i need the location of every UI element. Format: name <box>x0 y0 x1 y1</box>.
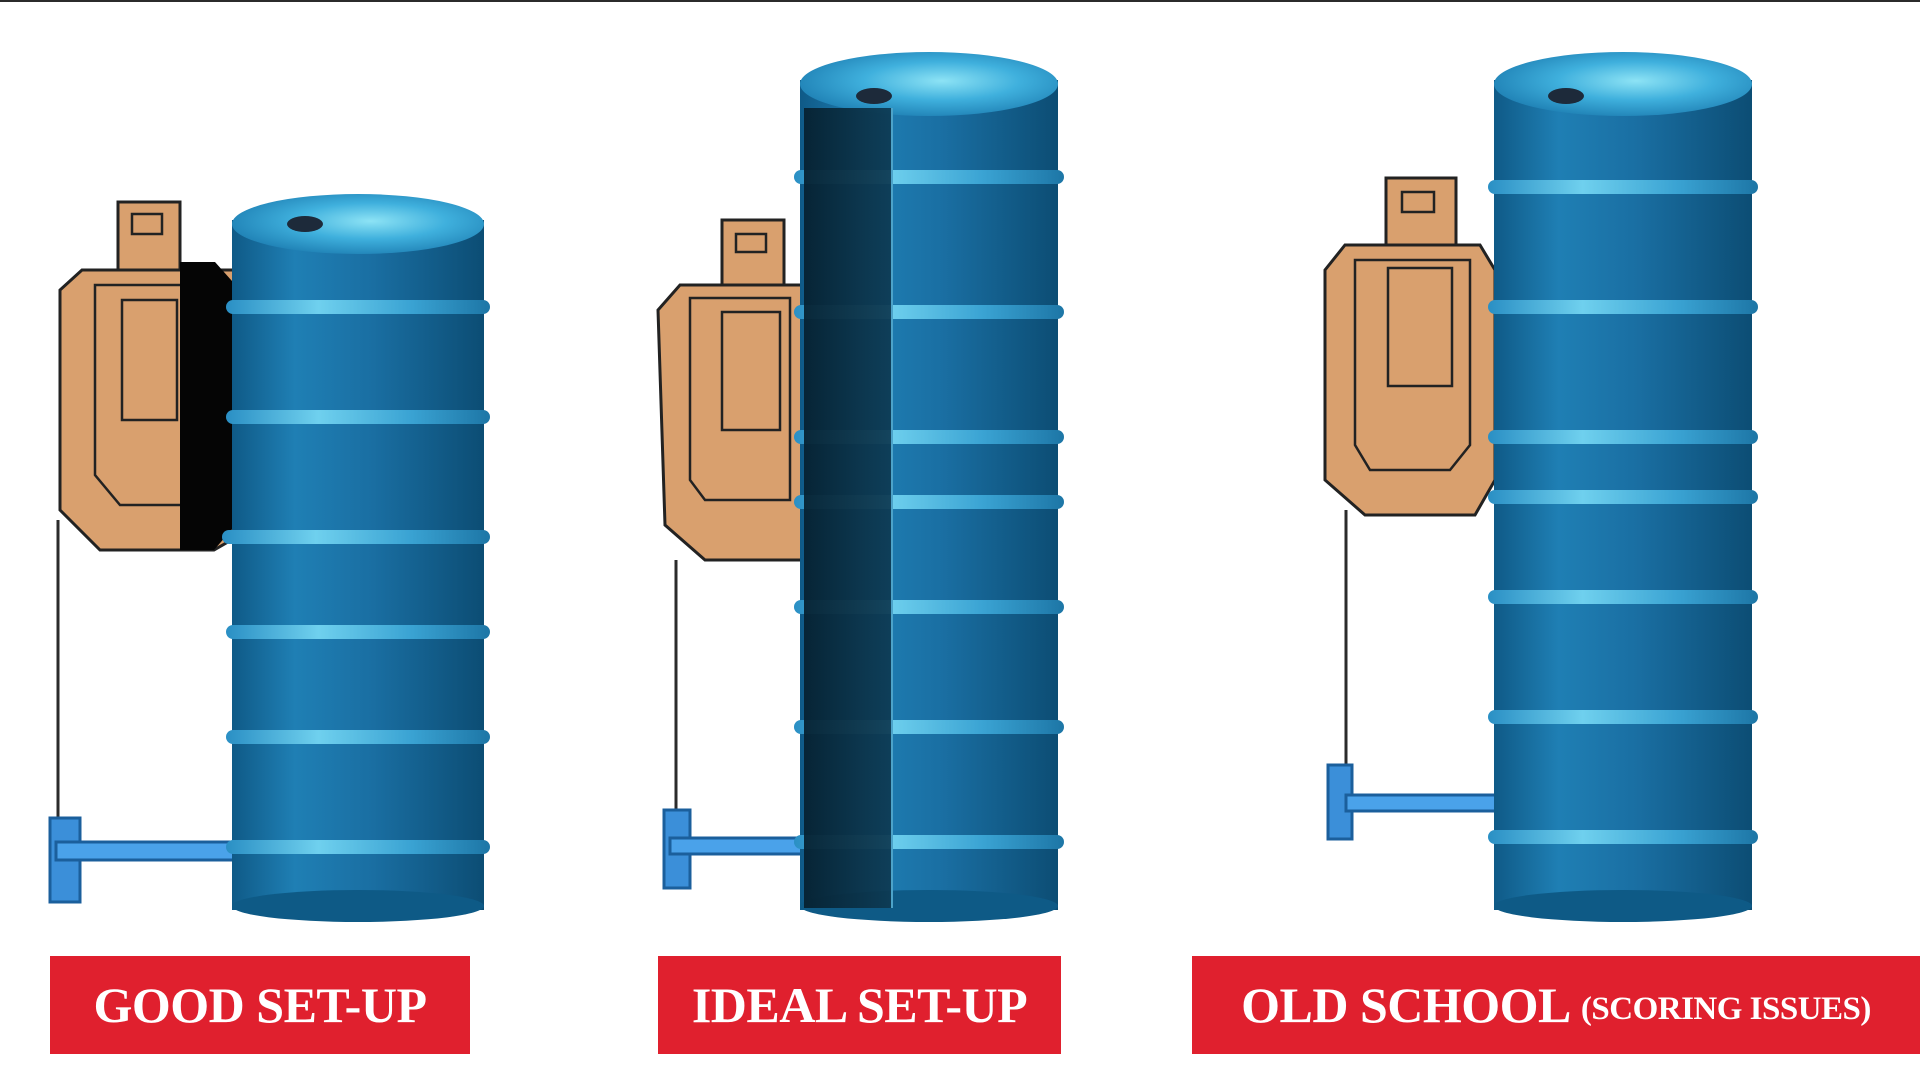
steel-target-icon <box>58 200 242 552</box>
target-stand-icon <box>48 520 238 904</box>
cover-panel <box>804 108 892 908</box>
good-setup-group <box>48 194 490 922</box>
ideal-setup-label: IDEAL SET-UP <box>658 956 1061 1054</box>
barrel-stack-icon <box>222 194 490 922</box>
good-setup-label: GOOD SET-UP <box>50 956 470 1054</box>
target-stand-icon <box>1326 510 1508 841</box>
steel-target-icon <box>1323 176 1497 517</box>
top-rule <box>0 0 1920 2</box>
steel-target-icon <box>656 218 807 562</box>
ideal-setup-text: IDEAL SET-UP <box>691 977 1028 1033</box>
barrel-stack-icon <box>794 52 1064 922</box>
old-school-group <box>1323 52 1758 922</box>
good-setup-text: GOOD SET-UP <box>93 977 427 1033</box>
old-school-text: OLD SCHOOL <box>1241 977 1571 1033</box>
old-school-label: OLD SCHOOL (SCORING ISSUES) <box>1192 956 1920 1054</box>
barrel-stack-icon <box>1488 52 1758 922</box>
target-stand-icon <box>662 560 812 890</box>
ideal-setup-group <box>656 52 1064 922</box>
old-school-note: (SCORING ISSUES) <box>1580 990 1872 1027</box>
